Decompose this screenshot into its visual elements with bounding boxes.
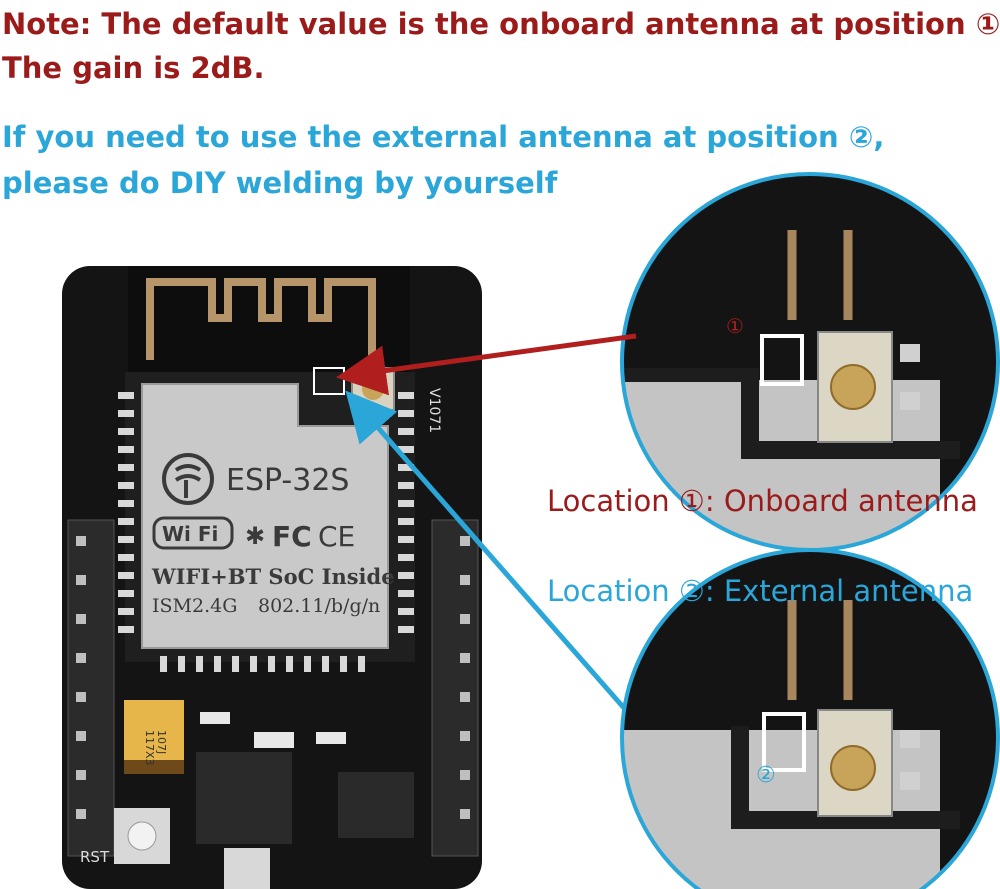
board-version: V1071 bbox=[426, 388, 442, 433]
camera-connector bbox=[224, 848, 270, 889]
module-name: ESP-32S bbox=[226, 463, 349, 498]
psram-chip bbox=[338, 772, 414, 838]
band-text: ISM2.4G bbox=[152, 595, 237, 617]
external-antenna-zoom: ② bbox=[620, 548, 1000, 889]
led bbox=[200, 712, 230, 724]
espressif-logo bbox=[162, 453, 214, 505]
left-pin-header bbox=[67, 519, 115, 857]
tip-line-2: please do DIY welding by yourself bbox=[2, 166, 558, 200]
red-arrow bbox=[336, 333, 637, 396]
ce-logo: CE bbox=[318, 520, 355, 553]
smd-resistor bbox=[254, 732, 294, 748]
voltage-regulator bbox=[196, 752, 292, 844]
marker-position-1: ① bbox=[726, 314, 744, 338]
esp32-cam-board: ESP-32S Wi Fi ✱ FC CE WIFI+BT SoC Inside… bbox=[62, 266, 482, 889]
soc-text: WIFI+BT SoC Inside bbox=[151, 564, 395, 589]
wifi-logo: Wi Fi bbox=[162, 522, 218, 546]
note-line-1: Note: The default value is the onboard a… bbox=[2, 7, 1000, 41]
reset-label: RST bbox=[80, 848, 110, 866]
fcc-logo: FC bbox=[272, 520, 312, 553]
bluetooth-icon: ✱ bbox=[245, 522, 265, 550]
external-antenna-tip: If you need to use the external antenna … bbox=[2, 114, 884, 206]
marker-position-2: ② bbox=[756, 763, 776, 788]
capacitor-code: 117X3 bbox=[143, 730, 156, 766]
location-2-label: Location ②: External antenna bbox=[547, 574, 974, 608]
capacitor-label: 107J bbox=[155, 730, 168, 754]
tip-line-1: If you need to use the external antenna … bbox=[2, 120, 885, 154]
note-text: Note: The default value is the onboard a… bbox=[2, 2, 1000, 90]
standard-text: 802.11/b/g/n bbox=[258, 595, 380, 617]
location-1-label: Location ①: Onboard antenna bbox=[547, 484, 978, 518]
right-pin-header bbox=[431, 519, 479, 857]
onboard-antenna-zoom: ① bbox=[620, 172, 1000, 552]
pcb-antenna-trace bbox=[146, 278, 376, 360]
note-line-2: The gain is 2dB. bbox=[2, 51, 265, 85]
blue-arrow bbox=[345, 390, 626, 710]
